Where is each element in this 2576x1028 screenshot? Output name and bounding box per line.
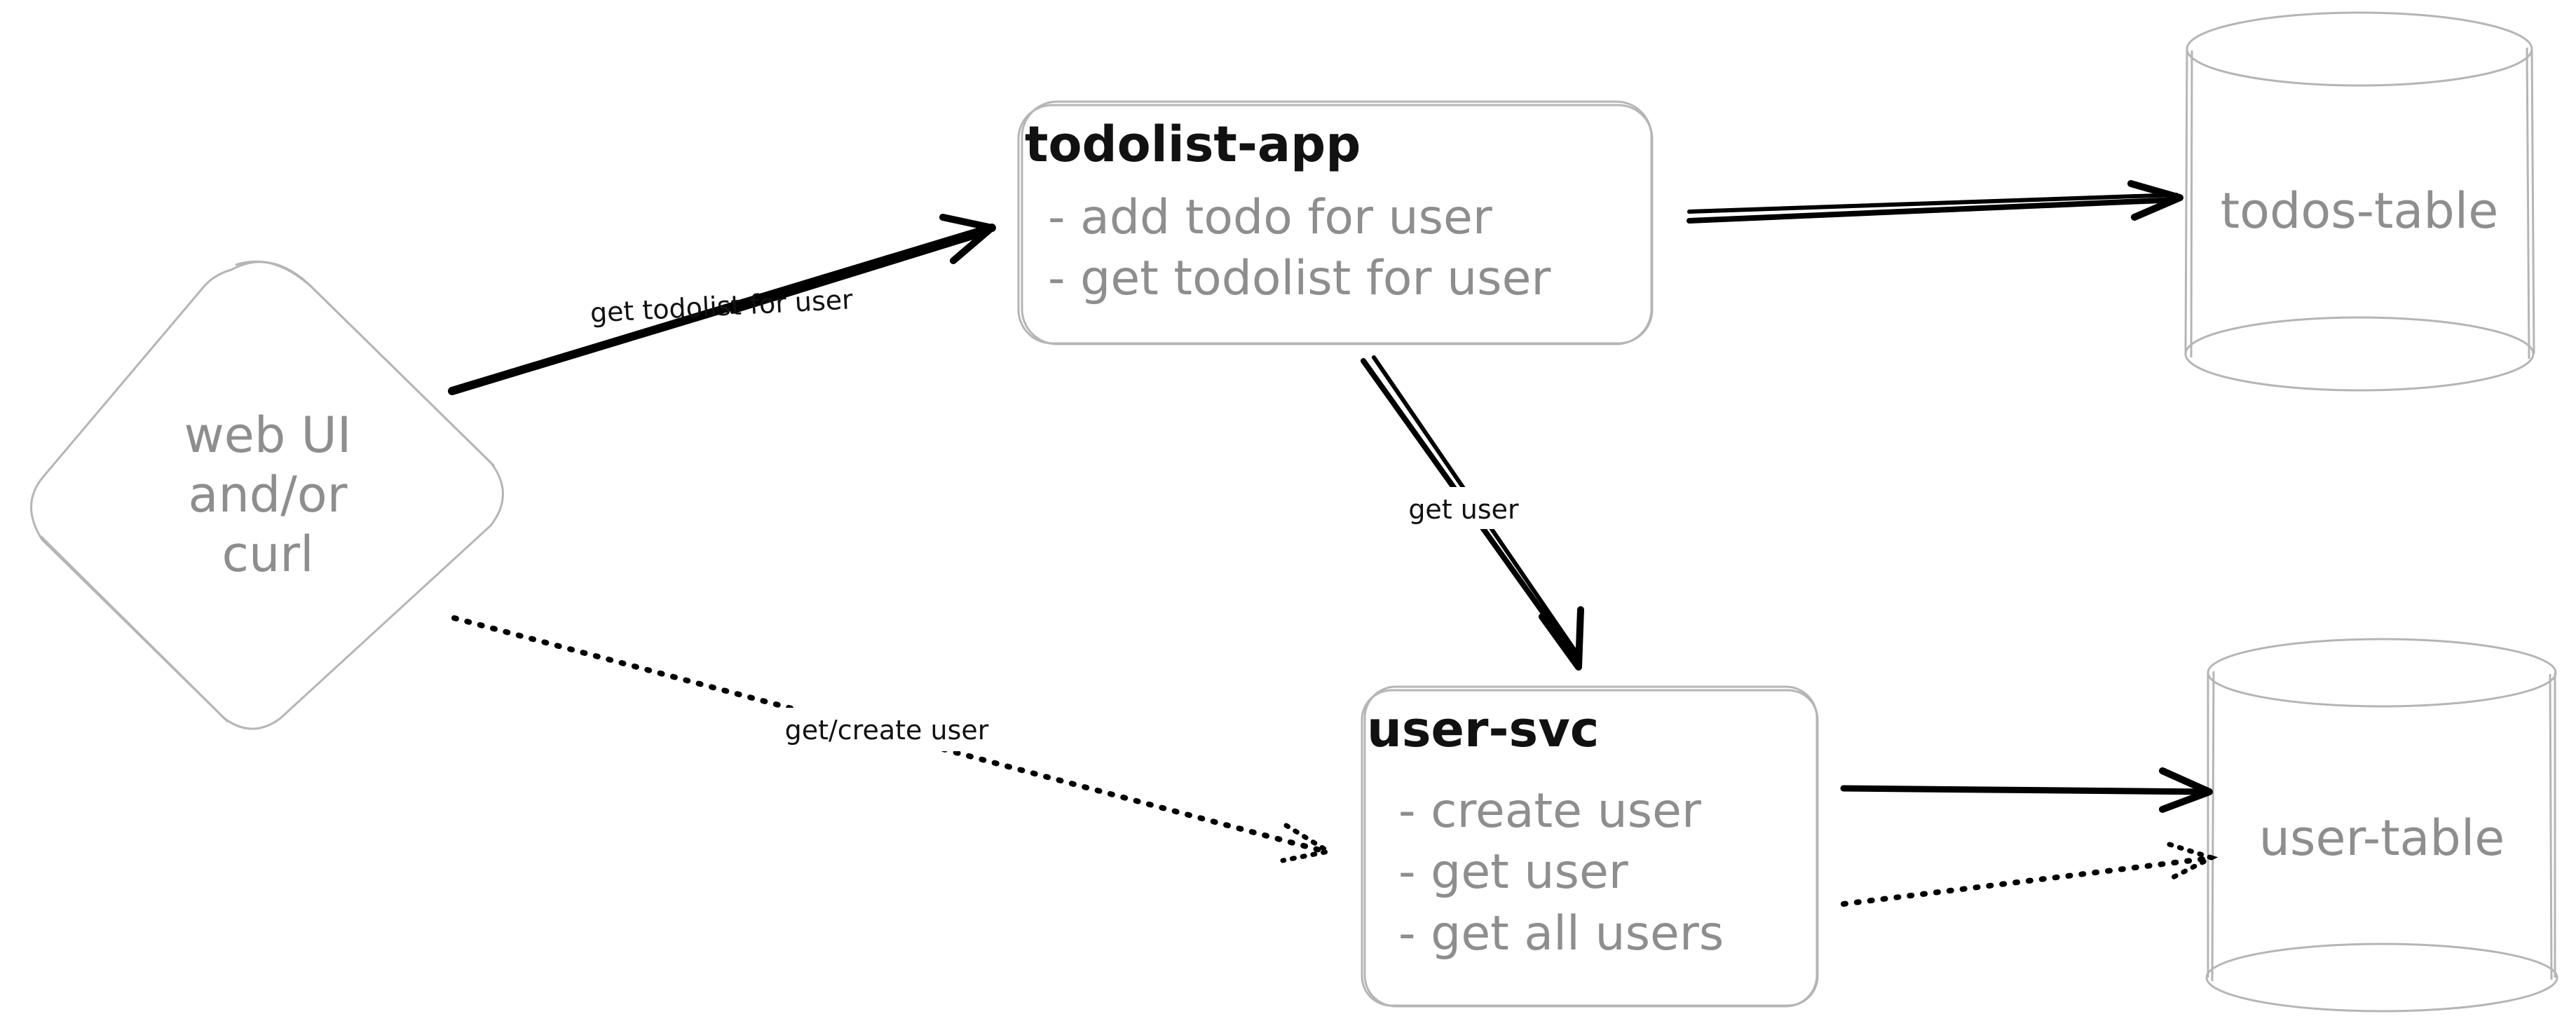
- edge-todolist-to-usersvc-label-bg: [1402, 487, 1525, 529]
- edge-client-to-todolist: get todolist for user: [448, 214, 996, 395]
- edge-todolist-to-usersvc-label: get user: [1408, 494, 1519, 525]
- user-table-label: user-table: [2259, 809, 2505, 867]
- todos-table-label: todos-table: [2221, 182, 2499, 240]
- edge-todolist-to-usersvc-arrowhead: [1539, 606, 1584, 671]
- user-table-top: [2207, 638, 2557, 708]
- todos-table-top: [2186, 11, 2533, 87]
- user-table-bottom: [2205, 943, 2558, 1013]
- user-svc-item-2: - get user: [1398, 844, 1628, 900]
- client-label-line-1: web UI: [184, 406, 352, 464]
- user-svc-node: user-svc - create user - get user - get …: [1361, 685, 1819, 1008]
- user-svc-item-3: - get all users: [1398, 906, 1724, 961]
- edge-todolist-to-todos: [1686, 180, 2183, 224]
- todos-table-body: [2184, 48, 2535, 355]
- edge-client-to-usersvc-label: get/create user: [785, 715, 989, 746]
- todos-table-bottom: [2184, 316, 2535, 392]
- todolist-app-item-2: - get todolist for user: [1048, 251, 1551, 306]
- todolist-app-node: todolist-app - add todo for user - get t…: [1017, 100, 1654, 345]
- edge-client-to-todolist-line-sketch: [730, 231, 990, 314]
- user-table-body: [2207, 673, 2556, 978]
- edge-client-to-usersvc-label-bg: [771, 708, 1002, 751]
- edge-usersvc-to-users-dotted-line: [1841, 856, 2211, 907]
- edge-client-to-usersvc: get/create user: [451, 615, 1335, 863]
- edge-todolist-to-todos-arrowhead: [2127, 180, 2183, 221]
- todolist-app-box-sketch: [1021, 100, 1653, 345]
- edge-usersvc-to-users-dotted-arrowhead: [2167, 842, 2219, 880]
- edge-client-to-todolist-arrowhead: [939, 214, 995, 264]
- edge-usersvc-to-users-solid-line: [1840, 785, 2212, 795]
- user-table-node: user-table: [2205, 638, 2558, 1013]
- user-table-body-sketch: [2211, 671, 2553, 982]
- user-svc-item-1: - create user: [1398, 783, 1701, 839]
- todolist-app-title: todolist-app: [1025, 116, 1361, 173]
- edge-todolist-to-usersvc: get user: [1361, 355, 1584, 671]
- client-label-line-3: curl: [222, 526, 313, 583]
- todos-table-node: todos-table: [2184, 11, 2535, 392]
- client-node: web UI and/or curl: [30, 260, 504, 730]
- client-diamond-sketch: [39, 260, 496, 723]
- user-svc-box-sketch: [1363, 685, 1818, 1008]
- edge-usersvc-to-users-dotted: [1841, 842, 2219, 907]
- edge-client-to-todolist-label: get todolist for user: [590, 284, 854, 329]
- todos-table-body-sketch: [2190, 47, 2530, 359]
- todolist-app-item-1: - add todo for user: [1048, 190, 1492, 245]
- edge-usersvc-to-users-solid: [1840, 767, 2213, 813]
- edge-todolist-to-todos-line: [1686, 197, 2179, 224]
- edge-client-to-todolist-line: [448, 224, 996, 395]
- edge-todolist-to-todos-line-sketch: [1687, 193, 2179, 214]
- user-svc-title: user-svc: [1367, 701, 1599, 758]
- edge-usersvc-to-users-solid-arrowhead: [2159, 767, 2213, 813]
- client-label-line-2: and/or: [189, 466, 348, 523]
